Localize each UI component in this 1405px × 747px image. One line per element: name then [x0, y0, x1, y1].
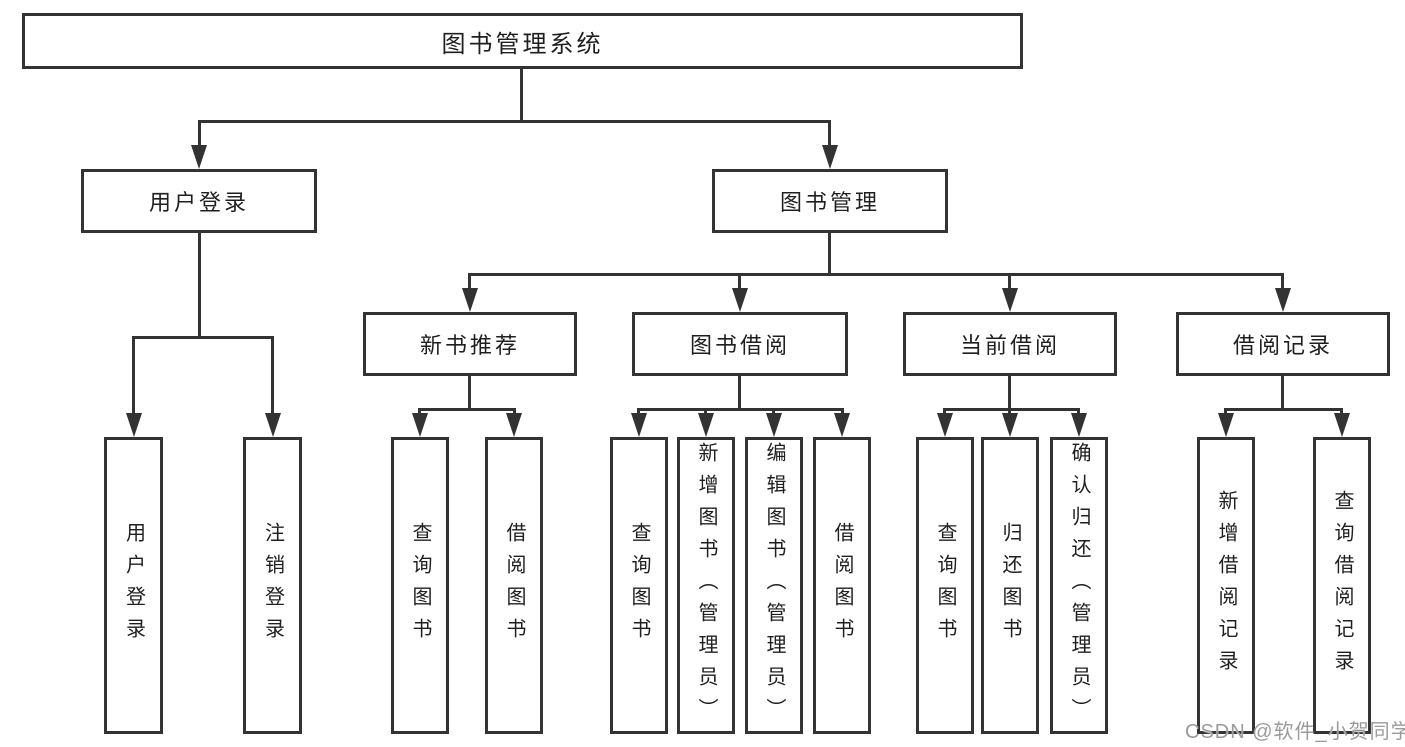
connector-vline [738, 273, 741, 293]
arrow-down-icon [265, 413, 281, 437]
arrow-down-icon [698, 413, 714, 437]
arrow-down-icon [412, 413, 428, 437]
node-label: 新书推荐 [419, 333, 520, 358]
arrow-down-icon [937, 413, 953, 437]
leaf-query-books: 查询图书 [391, 437, 449, 734]
connector-vline [132, 336, 135, 416]
connector-hline [468, 273, 1284, 276]
leaf-query-books: 查询图书 [916, 437, 974, 734]
node-label: 图书管理系统 [441, 30, 604, 58]
arrow-down-icon [126, 413, 142, 437]
connector-vline [1340, 408, 1343, 417]
leaf-return-books: 归还图书 [981, 437, 1039, 734]
arrow-down-icon [1071, 413, 1087, 437]
node-user-login: 用户登录 [81, 169, 317, 233]
arrow-down-icon [766, 413, 782, 437]
node-label: 归还图书 [999, 521, 1021, 650]
connector-vline [828, 233, 831, 273]
node-label: 图书借阅 [689, 333, 790, 358]
leaf-logout: 注销登录 [243, 437, 302, 734]
connector-vline [637, 408, 640, 417]
connector-vline [198, 120, 201, 148]
leaf-borrow-books: 借阅图书 [813, 437, 871, 734]
connector-vline [198, 233, 201, 336]
node-new-book-recommendation: 新书推荐 [363, 312, 577, 376]
arrow-down-icon [1002, 413, 1018, 437]
connector-hline [418, 408, 516, 411]
connector-vline [841, 408, 844, 417]
node-label: 新增借阅记录 [1215, 489, 1237, 682]
node-borrowing-records: 借阅记录 [1176, 312, 1390, 376]
connector-vline [943, 408, 946, 417]
node-label: 查询图书 [409, 521, 431, 650]
node-label: 注销登录 [261, 521, 284, 650]
csdn-watermark: CSDN @软件_小贺同学 [1185, 721, 1405, 743]
node-library-management-system: 图书管理系统 [22, 13, 1023, 69]
node-label: 查询借阅记录 [1331, 489, 1353, 682]
arrow-down-icon [732, 288, 748, 312]
connector-vline [468, 376, 471, 408]
arrow-down-icon [822, 145, 838, 169]
arrow-down-icon [1218, 413, 1234, 437]
arrow-down-icon [1002, 288, 1018, 312]
connector-vline [704, 408, 707, 417]
node-book-management: 图书管理 [712, 169, 948, 233]
leaf-edit-book-admin: 编辑图书（管理员） [745, 437, 803, 734]
connector-vline [1224, 408, 1227, 417]
leaf-query-books: 查询图书 [610, 437, 668, 734]
connector-vline [520, 69, 523, 120]
connector-hline [637, 408, 844, 411]
connector-vline [513, 408, 516, 417]
connector-vline [271, 336, 274, 416]
arrow-down-icon [1334, 413, 1350, 437]
node-label: 用户登录 [148, 190, 249, 215]
connector-hline [1224, 408, 1342, 411]
arrow-down-icon [834, 413, 850, 437]
leaf-confirm-return-admin: 确认归还（管理员） [1050, 437, 1108, 734]
node-label: 查询图书 [628, 521, 650, 650]
node-label: 借阅图书 [503, 521, 525, 650]
leaf-add-borrow-record: 新增借阅记录 [1197, 437, 1255, 734]
leaf-add-book-admin: 新增图书（管理员） [677, 437, 735, 734]
node-label: 编辑图书（管理员） [763, 441, 785, 730]
node-label: 借阅记录 [1232, 333, 1333, 358]
connector-hline [943, 408, 1080, 411]
node-label: 新增图书（管理员） [695, 441, 717, 730]
node-current-borrowing: 当前借阅 [903, 312, 1117, 376]
arrow-down-icon [462, 288, 478, 312]
node-label: 借阅图书 [831, 521, 853, 650]
connector-vline [1008, 376, 1011, 408]
connector-vline [1281, 273, 1284, 293]
connector-hline [198, 120, 831, 123]
connector-vline [418, 408, 421, 417]
node-label: 当前借阅 [959, 333, 1060, 358]
leaf-query-borrow-record: 查询借阅记录 [1313, 437, 1371, 734]
leaf-user-login: 用户登录 [104, 437, 163, 734]
connector-vline [1008, 273, 1011, 293]
connector-vline [828, 120, 831, 148]
arrow-down-icon [191, 145, 207, 169]
arrow-down-icon [1275, 288, 1291, 312]
arrow-down-icon [631, 413, 647, 437]
connector-vline [468, 273, 471, 293]
connector-vline [1077, 408, 1080, 417]
connector-vline [772, 408, 775, 417]
connector-vline [738, 376, 741, 408]
leaf-borrow-books: 借阅图书 [485, 437, 543, 734]
connector-hline [132, 336, 274, 339]
node-label: 查询图书 [934, 521, 956, 650]
connector-vline [1281, 376, 1284, 408]
node-label: 图书管理 [779, 190, 880, 215]
node-label: 确认归还（管理员） [1068, 441, 1090, 730]
node-label: 用户登录 [122, 521, 145, 650]
node-book-borrowing: 图书借阅 [632, 312, 848, 376]
arrow-down-icon [506, 413, 522, 437]
connector-vline [1008, 408, 1011, 417]
